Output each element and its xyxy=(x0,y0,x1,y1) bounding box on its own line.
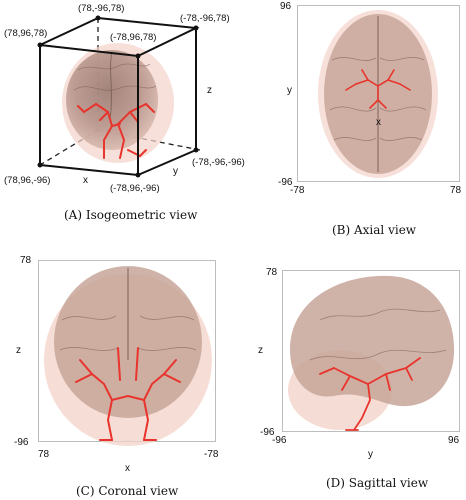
caption-axial: (B) Axial view xyxy=(332,223,417,237)
caption-sagittal: (D) Sagittal view xyxy=(326,476,429,490)
axial-plot xyxy=(318,10,438,178)
tick-y-top: 96 xyxy=(280,1,292,12)
vessel-tree xyxy=(75,347,181,441)
brain-surface xyxy=(66,50,158,150)
axis-label-z: z xyxy=(258,345,263,356)
tick-z-bottom: -96 xyxy=(260,427,275,438)
tick-y-left: -96 xyxy=(272,435,287,446)
vessel-tree xyxy=(345,69,411,109)
axis-label-x: x xyxy=(376,117,381,128)
tick-z-bottom: -96 xyxy=(14,437,29,448)
panel-axial: 96 -96 y -78 78 x (B) Axial view xyxy=(250,0,466,240)
tick-x-right: -78 xyxy=(204,449,219,460)
axis-label-z: z xyxy=(207,85,212,96)
axis-label-z: z xyxy=(16,345,21,356)
panel-coronal: 78 -96 z 78 -78 x (C) Coronal view xyxy=(0,250,240,500)
brain-surface xyxy=(290,275,455,407)
axis-label-y: y xyxy=(173,166,178,177)
corner-label: (-78,-96,-96) xyxy=(192,157,245,168)
panel-sagittal: 78 -96 z -96 96 y (D) Sagittal view xyxy=(250,250,466,500)
axis-label-x: x xyxy=(83,175,88,186)
tick-z-top: 78 xyxy=(20,255,32,266)
tick-y-bottom: -96 xyxy=(278,177,293,188)
sagittal-frame xyxy=(282,270,460,432)
tick-x-left: -78 xyxy=(290,185,305,196)
corner-label: (-78,96,78) xyxy=(110,32,157,43)
tick-z-top: 78 xyxy=(266,267,278,278)
corner-label: (-78,-96,78) xyxy=(180,13,230,24)
corner-label: (78,-96,78) xyxy=(78,3,125,14)
isometric-plot xyxy=(37,15,201,178)
corner-label: (78,96,78) xyxy=(4,28,48,39)
tick-y-right: 96 xyxy=(448,435,460,446)
axis-label-y: y xyxy=(287,85,292,96)
axis-label-y: y xyxy=(368,449,373,460)
axial-frame xyxy=(297,5,460,182)
axis-label-x: x xyxy=(125,463,130,474)
caption-isometric: (A) Isogeometric view xyxy=(64,208,198,222)
vessel-tree xyxy=(77,103,155,159)
coronal-plot xyxy=(44,266,212,446)
tick-x-left: 78 xyxy=(38,449,50,460)
corner-label: (-78,96,-96) xyxy=(110,183,160,194)
panel-isometric: (78,-96,78) (-78,-96,78) (78,96,78) (-78… xyxy=(0,0,245,235)
sagittal-plot xyxy=(288,275,455,431)
caption-coronal: (C) Coronal view xyxy=(76,484,179,498)
corner-label: (78,96,-96) xyxy=(4,175,51,186)
tick-x-right: 78 xyxy=(450,185,462,196)
vessel-tree xyxy=(319,357,421,431)
